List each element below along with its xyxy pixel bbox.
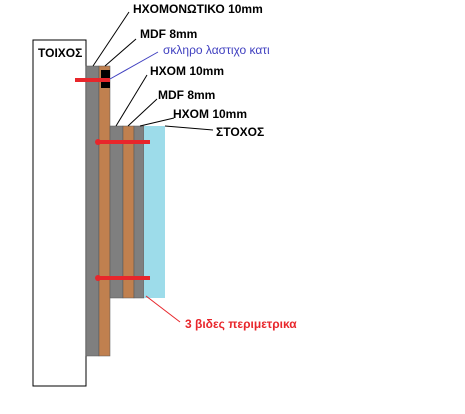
leader-hxom-top — [115, 74, 148, 127]
label-rubber: σκληρο λαστιχο κατι — [163, 43, 270, 57]
wall-rect — [32, 39, 87, 387]
leader-screws — [145, 295, 181, 323]
leader-target — [164, 125, 214, 131]
leader-mdf-mid — [127, 98, 158, 127]
leader-mdf-top — [104, 38, 137, 67]
label-soundproof-10mm: ΗΧΟΜΟΝΩΤΙΚΟ 10mm — [133, 2, 263, 16]
wall-label: ΤΟΙΧΟΣ — [38, 46, 82, 60]
soundproof-layer-mid — [109, 125, 124, 299]
label-screws: 3 βιδες περιμετρικα — [185, 317, 297, 331]
screw-lower — [96, 276, 150, 280]
label-mdf-mid: MDF 8mm — [158, 88, 215, 102]
leader-soundproof — [92, 11, 130, 67]
soundproof-layer-front — [133, 125, 145, 299]
screw-upper-head — [95, 139, 101, 145]
soundproof-layer-back — [85, 65, 100, 357]
screw-lower-head — [95, 275, 101, 281]
screw-upper — [96, 140, 150, 144]
label-hxom-top: ΗΧΟΜ 10mm — [150, 64, 224, 78]
label-mdf-top: MDF 8mm — [140, 27, 197, 41]
leader-rubber — [109, 51, 159, 80]
mdf-layer-back — [98, 65, 111, 357]
label-target: ΣΤΟΧΟΣ — [216, 125, 264, 139]
leader-hxom-mid — [139, 117, 175, 127]
target-rect — [144, 126, 165, 298]
label-hxom-mid: ΗΧΟΜ 10mm — [173, 107, 247, 121]
mdf-layer-mid — [122, 125, 135, 299]
screw-top — [75, 78, 110, 82]
